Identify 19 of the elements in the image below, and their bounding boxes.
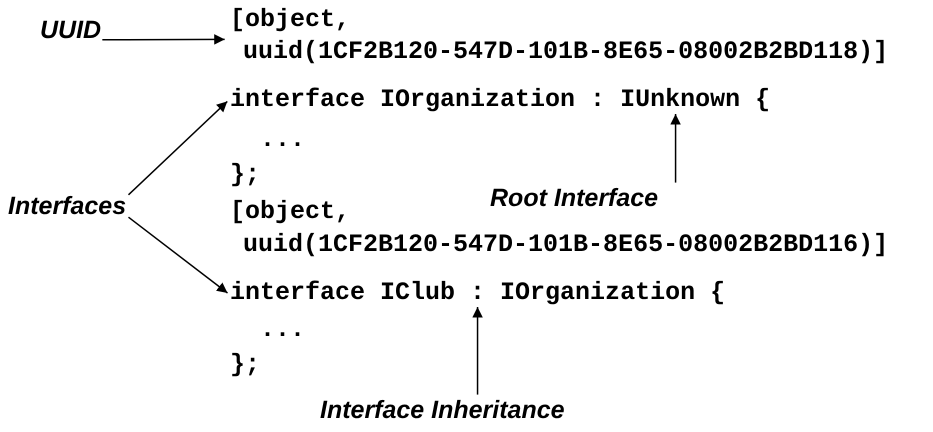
leader-arrow bbox=[102, 34, 225, 45]
code-line: interface IOrganization : IUnknown { bbox=[230, 86, 770, 114]
code-line: uuid(1CF2B120-547D-101B-8E65-08002B2BD118)] bbox=[228, 38, 888, 66]
code-line: ... bbox=[259, 316, 306, 344]
leader-arrow bbox=[472, 307, 483, 395]
code-line: ... bbox=[259, 126, 306, 154]
code-line: [object, bbox=[230, 6, 350, 34]
callout-label: Interfaces bbox=[8, 192, 126, 220]
callout-label: UUID bbox=[40, 16, 102, 44]
callout-label: Root Interface bbox=[490, 184, 658, 212]
code-line: }; bbox=[230, 351, 260, 379]
leader-arrow bbox=[128, 100, 228, 196]
leader-arrow bbox=[128, 216, 228, 294]
callout-label: Interface Inheritance bbox=[320, 396, 565, 424]
leader-arrow bbox=[670, 114, 681, 183]
code-line: uuid(1CF2B120-547D-101B-8E65-08002B2BD116)] bbox=[242, 231, 888, 259]
code-line: [object, bbox=[230, 198, 350, 226]
code-line: interface IClub : IOrganization { bbox=[230, 279, 726, 307]
code-line: }; bbox=[230, 161, 260, 189]
